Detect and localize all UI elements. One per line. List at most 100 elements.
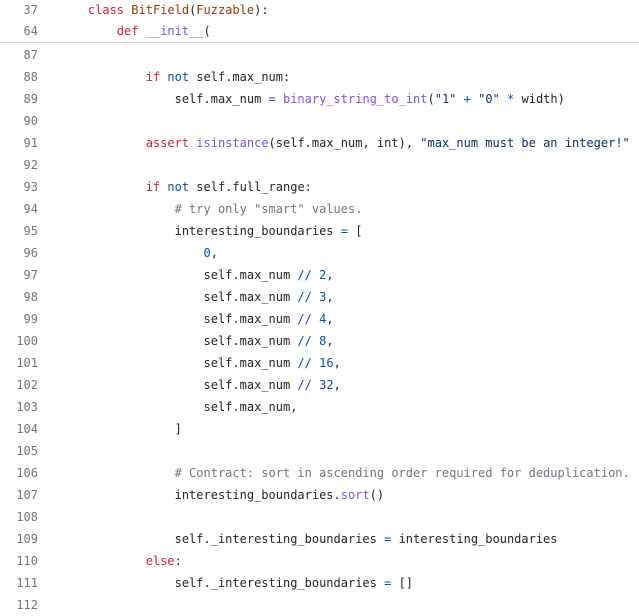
code-token: 4 bbox=[319, 312, 327, 326]
code-token: "max_num must be an integer!" bbox=[420, 136, 630, 150]
code-token: ] bbox=[59, 422, 182, 436]
code-token: interesting_boundaries. bbox=[59, 488, 341, 502]
code-token: = bbox=[340, 224, 348, 238]
code-token: 32 bbox=[319, 378, 334, 392]
code-line: 95 interesting_boundaries = [ bbox=[0, 220, 639, 242]
code-token: , bbox=[326, 290, 334, 304]
line-number[interactable]: 105 bbox=[16, 444, 38, 458]
code-token: // bbox=[297, 356, 312, 370]
code-token: // bbox=[297, 268, 312, 282]
code-token: ( bbox=[189, 3, 197, 17]
line-code: if not self.max_num: bbox=[38, 66, 291, 88]
code-token: "0" bbox=[478, 92, 500, 106]
line-number[interactable]: 64 bbox=[23, 24, 38, 38]
line-code: # Contract: sort in ascending order requ… bbox=[38, 462, 630, 484]
code-line: 108 bbox=[0, 506, 639, 528]
code-token: (self.max_num, int), bbox=[268, 136, 421, 150]
code-token: BitField bbox=[131, 3, 190, 17]
code-token: self._interesting_boundaries bbox=[59, 532, 385, 546]
line-code: # try only "smart" values. bbox=[38, 198, 363, 220]
code-token: self.max_num bbox=[59, 92, 269, 106]
code-token: // bbox=[297, 290, 312, 304]
line-number[interactable]: 112 bbox=[16, 598, 38, 612]
code-token: : bbox=[174, 554, 182, 568]
code-line: 87 bbox=[0, 44, 639, 66]
code-token bbox=[59, 3, 88, 17]
line-number[interactable]: 101 bbox=[16, 356, 38, 370]
line-number[interactable]: 94 bbox=[23, 202, 38, 216]
line-number[interactable]: 99 bbox=[23, 312, 38, 326]
line-code: if not self.full_range: bbox=[38, 176, 312, 198]
code-token: # try only "smart" values. bbox=[174, 202, 363, 216]
line-number[interactable]: 103 bbox=[16, 400, 38, 414]
line-code: self.max_num = binary_string_to_int("1" … bbox=[38, 88, 565, 110]
line-number[interactable]: 90 bbox=[23, 114, 38, 128]
line-code: class BitField(Fuzzable): bbox=[38, 0, 269, 21]
code-line: 107 interesting_boundaries.sort() bbox=[0, 484, 639, 506]
code-token: if bbox=[145, 70, 161, 84]
line-code: self.max_num // 32, bbox=[38, 374, 340, 396]
line-number[interactable]: 107 bbox=[16, 488, 38, 502]
code-token: interesting_boundaries bbox=[59, 224, 341, 238]
line-number[interactable]: 104 bbox=[16, 422, 38, 436]
code-token bbox=[500, 92, 507, 106]
line-number[interactable]: 88 bbox=[23, 70, 38, 84]
line-code: 0, bbox=[38, 242, 218, 264]
code-token: class bbox=[87, 3, 125, 17]
line-number[interactable]: 111 bbox=[16, 576, 38, 590]
code-token: ): bbox=[254, 3, 269, 17]
code-token: def bbox=[116, 24, 139, 38]
code-token: width) bbox=[514, 92, 565, 106]
code-token: not bbox=[167, 180, 190, 194]
code-token: Fuzzable bbox=[196, 3, 255, 17]
code-token: not bbox=[167, 70, 190, 84]
line-number[interactable]: 109 bbox=[16, 532, 38, 546]
line-number[interactable]: 100 bbox=[16, 334, 38, 348]
line-number[interactable]: 96 bbox=[23, 246, 38, 260]
code-token: * bbox=[507, 92, 515, 106]
line-code: else: bbox=[38, 550, 182, 572]
line-code bbox=[38, 44, 59, 66]
code-token: , bbox=[333, 356, 341, 370]
line-code: self.max_num // 4, bbox=[38, 308, 333, 330]
line-number[interactable]: 92 bbox=[23, 158, 38, 172]
code-token bbox=[138, 24, 145, 38]
code-line: 109 self._interesting_boundaries = inter… bbox=[0, 528, 639, 550]
line-number[interactable]: 102 bbox=[16, 378, 38, 392]
line-number[interactable]: 106 bbox=[16, 466, 38, 480]
line-code: self._interesting_boundaries = interesti… bbox=[38, 528, 558, 550]
code-token: // bbox=[297, 334, 312, 348]
code-token: , bbox=[210, 246, 218, 260]
code-token: self.max_num bbox=[59, 356, 298, 370]
code-token: , bbox=[326, 334, 334, 348]
line-number[interactable]: 37 bbox=[23, 3, 38, 17]
code-token bbox=[59, 136, 146, 150]
line-number[interactable]: 89 bbox=[23, 92, 38, 106]
line-number[interactable]: 98 bbox=[23, 290, 38, 304]
line-number[interactable]: 108 bbox=[16, 510, 38, 524]
code-token: // bbox=[297, 312, 312, 326]
line-number[interactable]: 87 bbox=[23, 48, 38, 62]
line-number[interactable]: 110 bbox=[16, 554, 38, 568]
code-token: = bbox=[384, 576, 392, 590]
code-line: 88 if not self.max_num: bbox=[0, 66, 639, 88]
code-line: 102 self.max_num // 32, bbox=[0, 374, 639, 396]
line-number[interactable]: 93 bbox=[23, 180, 38, 194]
line-code: interesting_boundaries.sort() bbox=[38, 484, 385, 506]
line-number[interactable]: 95 bbox=[23, 224, 38, 238]
line-code bbox=[38, 506, 59, 528]
code-line: 90 bbox=[0, 110, 639, 132]
code-token: self._interesting_boundaries bbox=[59, 576, 385, 590]
line-code: self.max_num // 8, bbox=[38, 330, 334, 352]
code-token: self.max_num bbox=[59, 334, 298, 348]
line-code: self.max_num // 2, bbox=[38, 264, 333, 286]
code-line: 105 bbox=[0, 440, 639, 462]
code-token: + bbox=[463, 92, 471, 106]
code-line: 37 class BitField(Fuzzable): bbox=[0, 0, 639, 21]
line-number[interactable]: 91 bbox=[23, 136, 38, 150]
line-code bbox=[38, 440, 59, 462]
line-number[interactable]: 97 bbox=[23, 268, 38, 282]
line-code: self.max_num // 16, bbox=[38, 352, 341, 374]
code-token bbox=[456, 92, 463, 106]
